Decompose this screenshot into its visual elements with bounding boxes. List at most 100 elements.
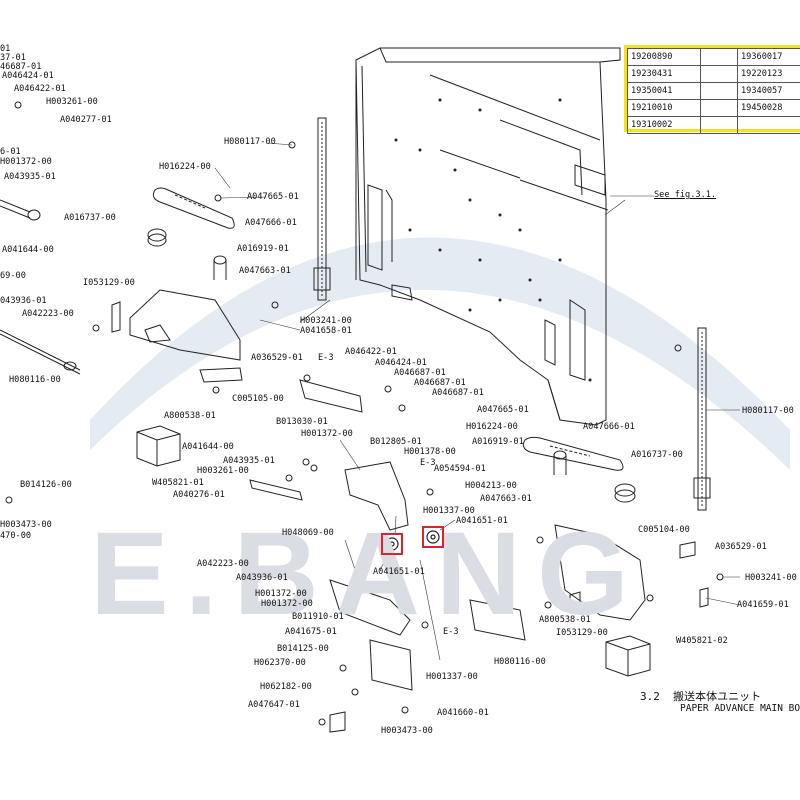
part-label: B011910-01 [292,612,344,622]
part-label: W405821-01 [152,478,204,488]
part-label: A036529-01 [715,542,767,552]
part-label: A041660-01 [437,708,489,718]
table-cell [700,116,738,134]
part-label: A046424-01 [2,71,54,81]
part-label: H003261-00 [197,466,249,476]
part-label: H003473-00 [0,520,52,530]
part-label: A047666-01 [245,218,297,228]
highlight-gear-right [422,526,444,548]
part-label: A047647-01 [248,700,300,710]
part-label: I053129-00 [556,628,608,638]
part-label: H001372-00 [301,429,353,439]
caption-number: 3.2 [640,690,660,703]
part-label: H080116-00 [9,375,61,385]
part-label: H003473-00 [381,726,433,736]
table-cell: 19230431 [627,65,701,83]
part-label: A046424-01 [375,358,427,368]
timing-bar-right [693,327,711,511]
part-label: A016919-01 [237,244,289,254]
part-label: A016919-01 [472,437,524,447]
part-label: A016737-00 [64,213,116,223]
part-label: A040276-01 [173,490,225,500]
table-cell [700,48,738,66]
table-cell: 19350041 [627,82,701,100]
part-label: W405821-02 [676,636,728,646]
part-label: H001372-00 [255,589,307,599]
part-label: A041644-00 [2,245,54,255]
shaft-left-upper [0,199,41,221]
right-lower-frame [469,524,709,641]
part-label: A041651-01 [456,516,508,526]
part-label: H004213-00 [465,481,517,491]
part-label: E-3 [318,353,334,363]
part-label: A043935-01 [4,172,56,182]
part-label: A800538-01 [539,615,591,625]
part-label: B014125-00 [277,644,329,654]
part-label: A046422-01 [14,84,66,94]
part-label: H016224-00 [466,422,518,432]
main-frame [355,47,621,426]
part-label: 01 [0,44,11,54]
table-cell [700,82,738,100]
part-label: H001378-00 [404,447,456,457]
timing-bar-left [313,117,331,301]
part-label: H062370-00 [254,658,306,668]
part-label: C005105-00 [232,394,284,404]
part-label: H001372-00 [261,599,313,609]
table-cell: 19220123 [737,65,800,83]
part-label: A047666-01 [583,422,635,432]
part-label: 46687-01 [0,62,42,72]
part-label: A046687-01 [414,378,466,388]
part-label: A047663-01 [480,494,532,504]
part-label: A041675-01 [285,627,337,637]
part-label: H080117-00 [224,137,276,147]
part-label: 69-00 [0,271,26,281]
part-label: 6-01 [0,147,21,157]
leader-lines [214,142,741,661]
part-label: H001337-00 [423,506,475,516]
part-label: A042223-00 [22,309,74,319]
part-label: A043936-01 [236,573,288,583]
table-row: 19230431 19220123 [627,65,800,83]
belt-left [152,187,235,229]
part-label: A042223-00 [197,559,249,569]
left-bracket [111,289,243,383]
part-label: B013030-01 [276,417,328,427]
table-row: 19310002 [627,116,800,134]
pulleys [147,228,636,503]
part-label: 37-01 [0,53,26,63]
highlight-gear-left [381,533,403,555]
part-label: A054594-01 [434,464,486,474]
part-label: A046422-01 [345,347,397,357]
part-label: H080117-00 [742,406,794,416]
caption-subtitle: PAPER ADVANCE MAIN BO [680,703,800,714]
part-label: A046687-01 [394,368,446,378]
part-label: A047665-01 [247,192,299,202]
part-label: A047665-01 [477,405,529,415]
part-label: 470-00 [0,531,32,541]
watermark-arc [90,237,790,470]
table-cell: 19340057 [737,82,800,100]
center-bracket [249,379,413,733]
part-label: H003241-00 [745,573,797,583]
part-label: H003261-00 [46,97,98,107]
part-label: H001372-00 [0,157,52,167]
part-label: A800538-01 [164,411,216,421]
stepper-motors [136,425,651,677]
frame-holes [394,98,592,382]
caption-title: 3.2 搬送本体ユニット [640,688,761,704]
screws [5,101,724,726]
part-label: A046687-01 [432,388,484,398]
part-label: H048069-00 [282,528,334,538]
table-row: 19350041 19340057 [627,82,800,100]
caption-title-jp: 搬送本体ユニット [673,690,762,703]
part-label: A040277-01 [60,115,112,125]
part-label: H062182-00 [260,682,312,692]
part-label: E-3 [443,627,459,637]
table-cell [700,99,738,117]
